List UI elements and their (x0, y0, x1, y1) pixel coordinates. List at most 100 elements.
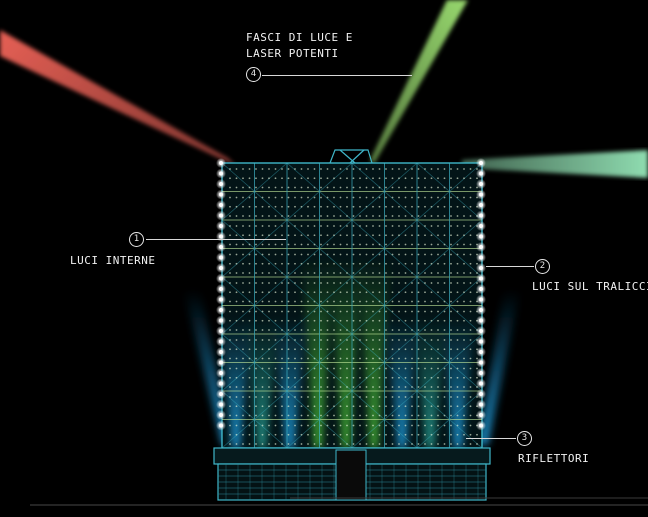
interior-light-dot (424, 339, 426, 341)
interior-light-dot (294, 310, 296, 313)
interior-light-dot (326, 424, 329, 427)
interior-light-dot (287, 272, 290, 274)
interior-light-dot (450, 433, 452, 436)
interior-light-dot (242, 253, 244, 256)
interior-light-dot (242, 414, 244, 417)
interior-light-dot (346, 196, 348, 199)
interior-light-dot (437, 291, 439, 294)
interior-light-dot (346, 262, 348, 265)
interior-light-dot (398, 414, 400, 417)
interior-light-dot (411, 196, 413, 199)
interior-light-dot (261, 282, 264, 284)
truss-bulb (479, 392, 483, 396)
interior-light-dot (365, 262, 368, 265)
interior-light-dot (229, 443, 231, 445)
interior-light-dot (450, 272, 452, 274)
interior-light-dot (333, 300, 335, 303)
interior-light-dot (255, 272, 257, 274)
interior-light-dot (456, 300, 459, 303)
interior-light-dot (346, 339, 348, 341)
interior-light-dot (372, 348, 374, 351)
interior-light-dot (326, 405, 329, 408)
interior-light-dot (287, 367, 290, 370)
interior-light-dot (463, 433, 465, 436)
truss-bulb (219, 203, 223, 207)
interior-light-dot (229, 243, 231, 246)
interior-light-dot (385, 376, 387, 379)
interior-light-dot (450, 168, 452, 170)
interior-light-dot (437, 168, 439, 170)
interior-light-dot (430, 168, 433, 170)
callout-1-label: LUCI INTERNE (70, 254, 156, 267)
interior-light-dot (339, 300, 342, 303)
interior-light-dot (385, 386, 387, 388)
interior-light-dot (359, 405, 361, 408)
interior-light-dot (437, 253, 439, 256)
interior-light-dot (346, 243, 348, 246)
interior-light-dot (456, 310, 459, 313)
truss-bulb (219, 402, 223, 407)
interior-light-dot (255, 196, 257, 199)
interior-light-dot (385, 300, 387, 303)
interior-light-dot (372, 196, 374, 199)
interior-light-dot (359, 177, 361, 180)
truss-diagonal (286, 191, 320, 221)
interior-light-dot (229, 376, 231, 379)
interior-light-dot (339, 348, 342, 351)
interior-light-dot (398, 367, 400, 370)
interior-light-dot (443, 215, 446, 217)
truss-diagonal (286, 248, 320, 278)
interior-light-dot (365, 339, 368, 341)
truss-diagonal (416, 305, 450, 335)
interior-light-dot (313, 367, 316, 370)
callout-4-number: 4 (246, 67, 261, 82)
interior-light-dot (430, 272, 433, 274)
interior-light-dot (313, 424, 316, 427)
interior-light-dot (313, 196, 316, 199)
truss-bulb (479, 318, 483, 323)
interior-light-dot (404, 300, 407, 303)
interior-light-dot (385, 186, 387, 189)
interior-light-dot (229, 405, 231, 408)
interior-light-dot (281, 329, 283, 331)
interior-light-dot (411, 291, 413, 294)
interior-light-dot (469, 376, 472, 379)
interior-light-dot (385, 168, 387, 170)
interior-light-dot (333, 168, 335, 170)
interior-light-dot (307, 424, 309, 427)
interior-light-dot (424, 282, 426, 284)
truss-diagonal (254, 390, 288, 420)
interior-light-dot (411, 424, 413, 427)
interior-light-dot (255, 234, 257, 237)
interior-light-dot (469, 215, 472, 217)
interior-light-dot (365, 443, 368, 445)
interior-light-dot (294, 414, 296, 417)
interior-light-dot (320, 339, 322, 341)
interior-light-dot (313, 225, 316, 227)
interior-light-dot (326, 225, 329, 227)
truss-diagonal (286, 362, 320, 392)
interior-light-dot (411, 168, 413, 170)
interior-light-dot (352, 367, 355, 370)
interior-light-dot (313, 339, 316, 341)
truss-diagonal (384, 162, 418, 192)
truss-bulb (479, 161, 483, 165)
interior-light-dot (365, 424, 368, 427)
truss-diagonal (351, 305, 385, 335)
interior-light-dot (281, 405, 283, 408)
interior-light-dot (456, 225, 459, 227)
interior-light-dot (352, 386, 355, 388)
interior-light-dot (242, 386, 244, 388)
truss-bulb (219, 276, 223, 281)
truss-bulb (479, 329, 483, 333)
truss-diagonal (319, 219, 353, 249)
interior-light-dot (359, 310, 361, 313)
interior-light-dot (378, 443, 381, 445)
interior-light-dot (398, 339, 400, 341)
interior-light-dot (463, 339, 465, 341)
truss-bulbs (216, 158, 486, 431)
interior-light-dot (365, 414, 368, 417)
interior-light-dot (372, 300, 374, 303)
interior-light-dot (430, 396, 433, 398)
interior-light-dot (424, 272, 426, 274)
